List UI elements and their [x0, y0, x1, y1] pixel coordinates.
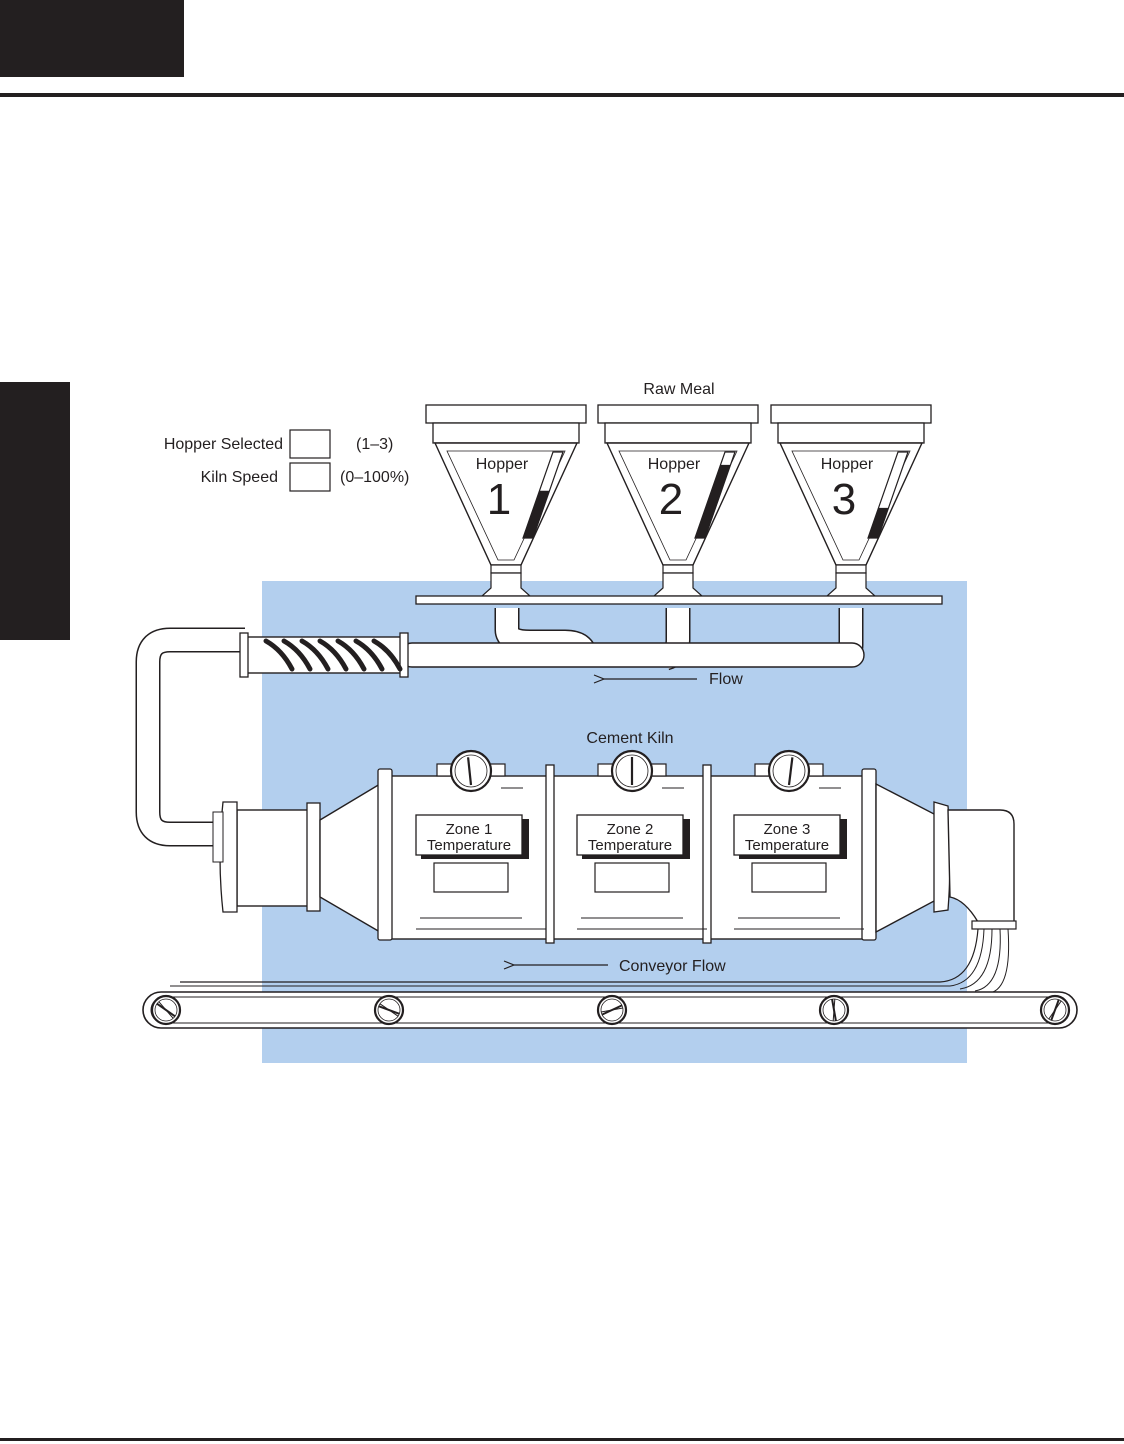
- hopper-manifold-plate: [415, 595, 943, 605]
- hopper-lid: [425, 404, 587, 424]
- hopper-rim: [604, 422, 752, 444]
- hopper-level-fill: [868, 507, 889, 538]
- zone-subtitle: Temperature: [745, 837, 829, 854]
- hoppers-group: Hopper 1 Hopper 2 Hopper 3: [425, 404, 932, 604]
- screw-conveyor: [239, 632, 409, 678]
- kiln-speed-range: (0–100%): [340, 469, 409, 486]
- zone-title: Zone 3: [764, 821, 811, 838]
- screw-flight: [317, 638, 349, 672]
- zone-subtitle: Temperature: [427, 837, 511, 854]
- conveyor-roller-icon: [150, 994, 182, 1026]
- temperature-dial-icon: [767, 749, 811, 793]
- hopper-funnel-inner: [618, 450, 738, 561]
- zone-title: Zone 2: [607, 821, 654, 838]
- dial-needle: [466, 757, 473, 786]
- screw-flight: [335, 638, 367, 672]
- hopper-rim: [777, 422, 925, 444]
- main-feed-line: [399, 642, 865, 668]
- hopper-level-fill: [523, 490, 550, 538]
- kiln-inlet-hood: [236, 809, 312, 907]
- hopper-selected-label: Hopper Selected: [164, 436, 283, 453]
- zone-title: Zone 1: [446, 821, 493, 838]
- cement-kiln-label: Cement Kiln: [586, 730, 673, 747]
- hopper-label: Hopper: [821, 456, 874, 473]
- hopper-selected-range: (1–3): [356, 436, 393, 453]
- conveyor-roller-icon: [373, 994, 405, 1026]
- flow-label: Flow: [709, 671, 743, 688]
- footer-rule: [0, 1438, 1124, 1441]
- hopper-funnel-inner: [446, 450, 566, 561]
- conveyor-roller-icon: [596, 994, 628, 1026]
- hopper-level-fill: [695, 464, 731, 538]
- zone-title-box: [733, 814, 841, 856]
- hopper-lid: [770, 404, 932, 424]
- chapter-header-block: [0, 0, 184, 77]
- raw-meal-label: Raw Meal: [643, 381, 714, 398]
- zone-subtitle: Temperature: [588, 837, 672, 854]
- temperature-dial-icon: [449, 749, 493, 793]
- screw-flight: [299, 638, 331, 672]
- control-panel: Hopper Selected (1–3) Kiln Speed (0–100%…: [164, 429, 409, 492]
- zone-title-box: [415, 814, 523, 856]
- zone-temperature-display[interactable]: [433, 862, 509, 893]
- hopper-number: 2: [659, 475, 683, 524]
- discharge-collar: [971, 920, 1017, 930]
- hopper-3: Hopper 3: [770, 404, 932, 604]
- chapter-side-tab: [0, 382, 70, 640]
- kiln-speed-label: Kiln Speed: [201, 469, 278, 486]
- conveyor-roller-icon: [818, 994, 850, 1026]
- hopper-2: Hopper 2: [597, 404, 759, 604]
- conveyor-roller-icon: [1039, 994, 1071, 1026]
- discharge-stream: [180, 928, 979, 983]
- screw-flight: [353, 638, 385, 672]
- screw-flight: [263, 638, 295, 672]
- hopper-1: Hopper 1: [425, 404, 587, 604]
- hopper-neck: [835, 564, 867, 574]
- hopper-neck: [662, 564, 694, 574]
- conveyor-flow-label: Conveyor Flow: [619, 958, 726, 975]
- hopper-funnel-inner: [791, 450, 911, 561]
- kiln-speed-input[interactable]: [289, 462, 331, 492]
- hopper-selected-input[interactable]: [289, 429, 331, 459]
- hopper-lid: [597, 404, 759, 424]
- zone-temperature-display[interactable]: [594, 862, 670, 893]
- hopper-rim: [432, 422, 580, 444]
- zone-temperature-display[interactable]: [751, 862, 827, 893]
- dial-needle: [787, 757, 794, 786]
- hopper-label: Hopper: [648, 456, 701, 473]
- conveyor-belt: [142, 991, 1078, 1029]
- hopper-number: 1: [487, 475, 511, 524]
- screw-flight: [281, 638, 313, 672]
- hopper-neck: [490, 564, 522, 574]
- screw-flight: [371, 638, 403, 672]
- hopper-number: 3: [832, 475, 856, 524]
- header-rule: [0, 93, 1124, 97]
- zone-title-box: [576, 814, 684, 856]
- hopper-label: Hopper: [476, 456, 529, 473]
